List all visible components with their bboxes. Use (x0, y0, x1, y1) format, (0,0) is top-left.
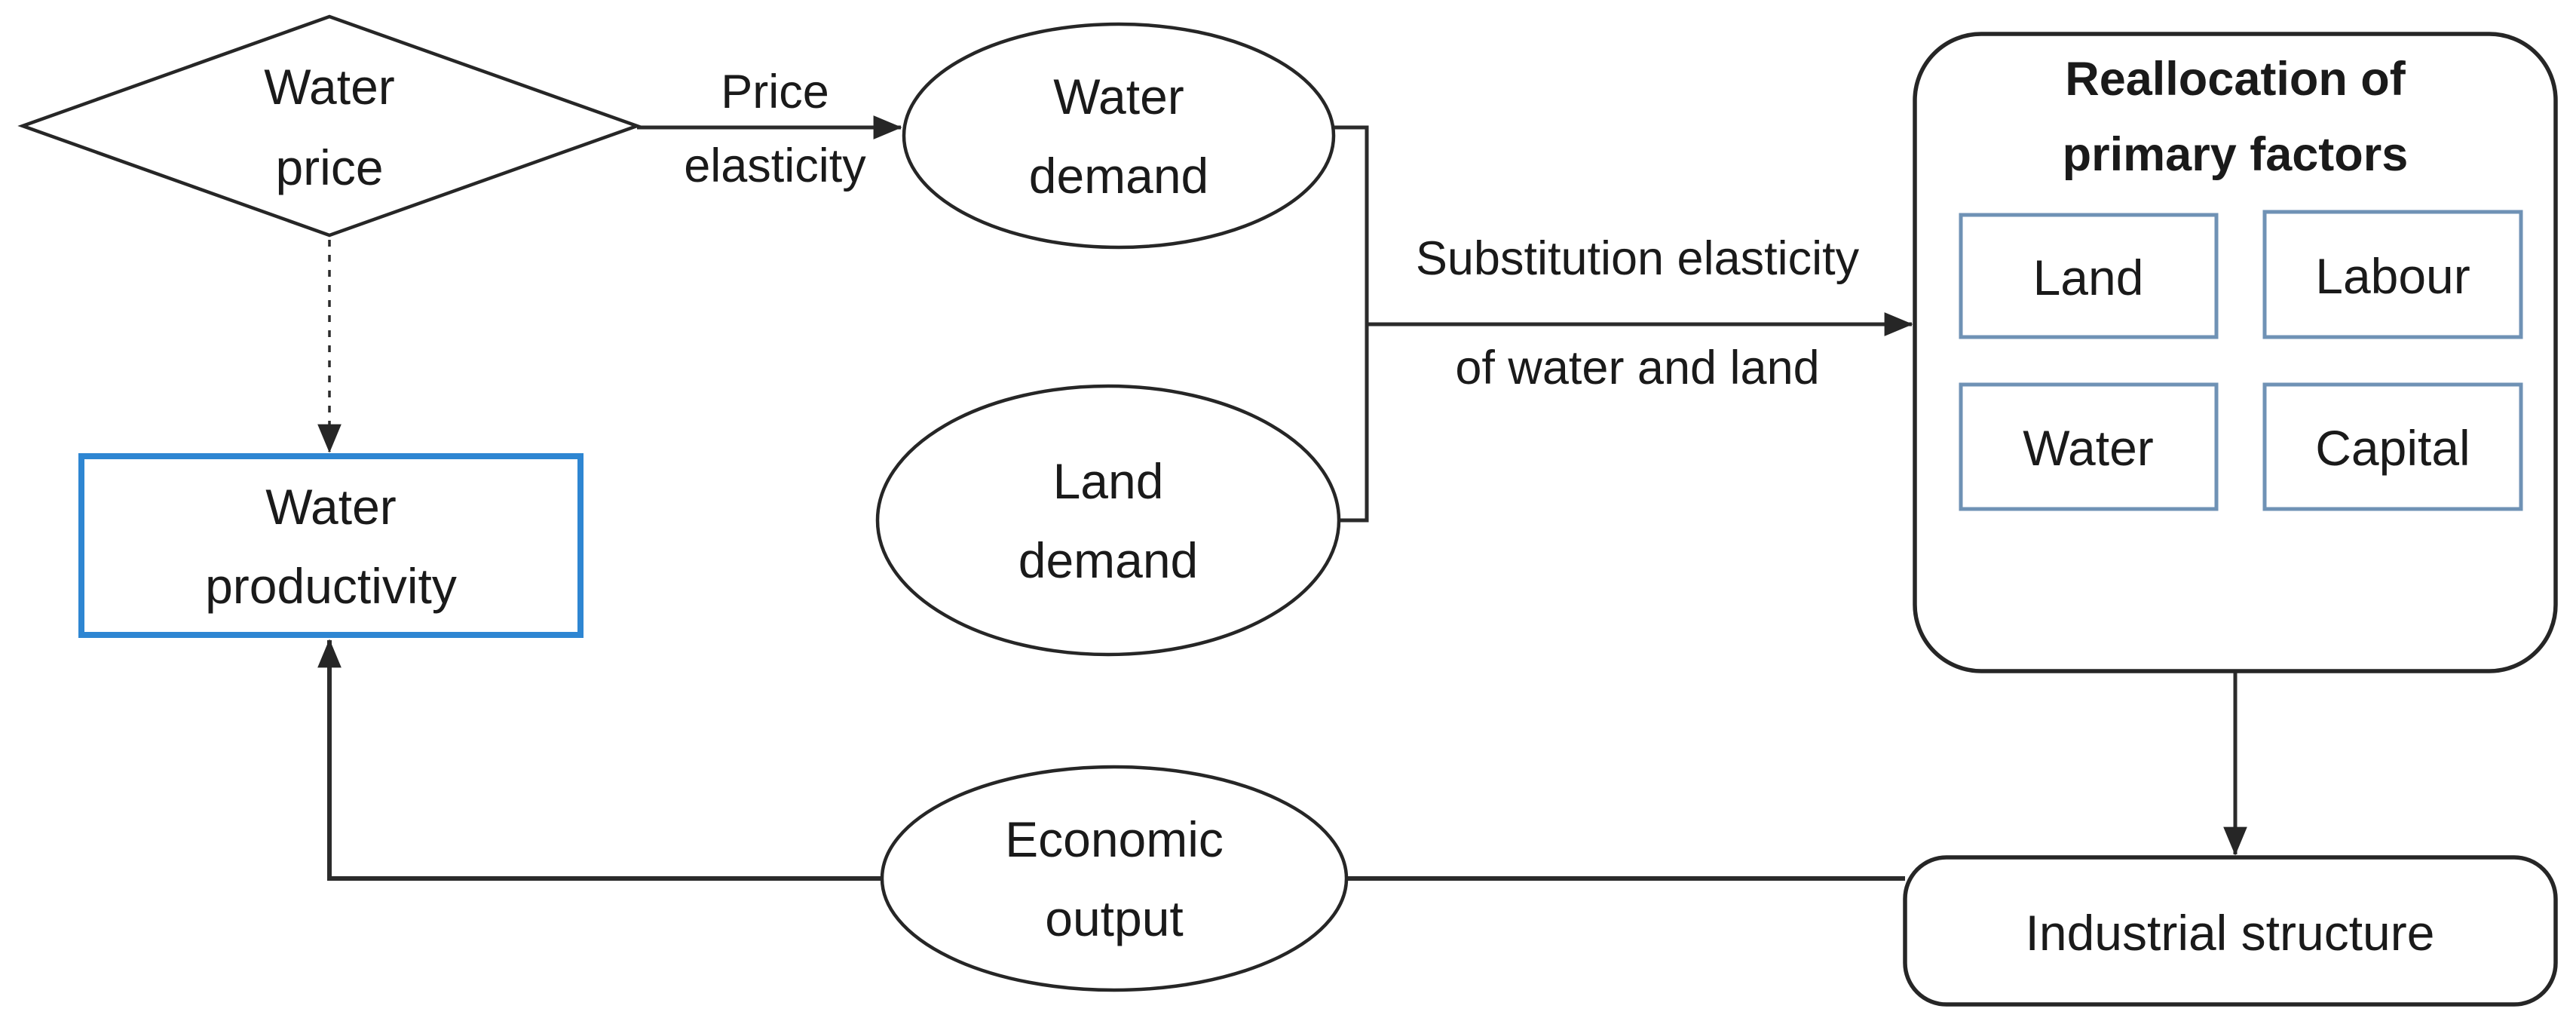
reallocation-title-line2: primary factors (2063, 128, 2409, 181)
economic-output-label-line1: Economic (1005, 811, 1224, 867)
reallocation-box (1913, 32, 2558, 673)
factor-label-labour: Labour (2315, 248, 2470, 304)
economic-output-ellipse (880, 765, 1349, 992)
economic-output-label-line2: output (1045, 891, 1184, 946)
substitution-elasticity-label-line2: of water and land (1455, 342, 1819, 394)
water-demand-label-line2: demand (1029, 148, 1209, 204)
factor-box-capital (2262, 382, 2523, 511)
land-demand-label-line2: demand (1018, 532, 1199, 588)
economic-feedback-arrow (317, 639, 1905, 881)
land-demand-ellipse (875, 384, 1341, 657)
factor-box-labour (2262, 210, 2523, 339)
water-demand-ellipse (902, 22, 1336, 250)
water-price-label-line2: price (275, 140, 383, 195)
factor-label-water: Water (2023, 420, 2154, 476)
demand-bracket-connector (1333, 125, 1369, 523)
water-demand-label-line1: Water (1053, 69, 1184, 124)
factor-label-land: Land (2033, 250, 2144, 305)
water-productivity-label-line1: Water (265, 479, 397, 535)
substitution-elasticity-label-line1: Substitution elasticity (1416, 232, 1860, 285)
water-price-diamond (17, 14, 642, 238)
factor-label-capital: Capital (2315, 420, 2470, 476)
water-price-label-line1: Water (264, 59, 395, 115)
factor-box-land (1959, 213, 2219, 339)
water-productivity-box (78, 453, 584, 638)
water-productivity-label-line2: productivity (205, 558, 457, 614)
reallocation-title-line1: Reallocation of (2065, 53, 2406, 106)
factor-box-water (1959, 382, 2219, 511)
land-demand-label-line1: Land (1053, 453, 1164, 509)
industrial-structure-box (1903, 855, 2558, 1007)
price-elasticity-label-line2: elasticity (684, 140, 866, 192)
price-elasticity-label-line1: Price (721, 66, 829, 118)
industrial-structure-label: Industrial structure (2026, 905, 2435, 961)
